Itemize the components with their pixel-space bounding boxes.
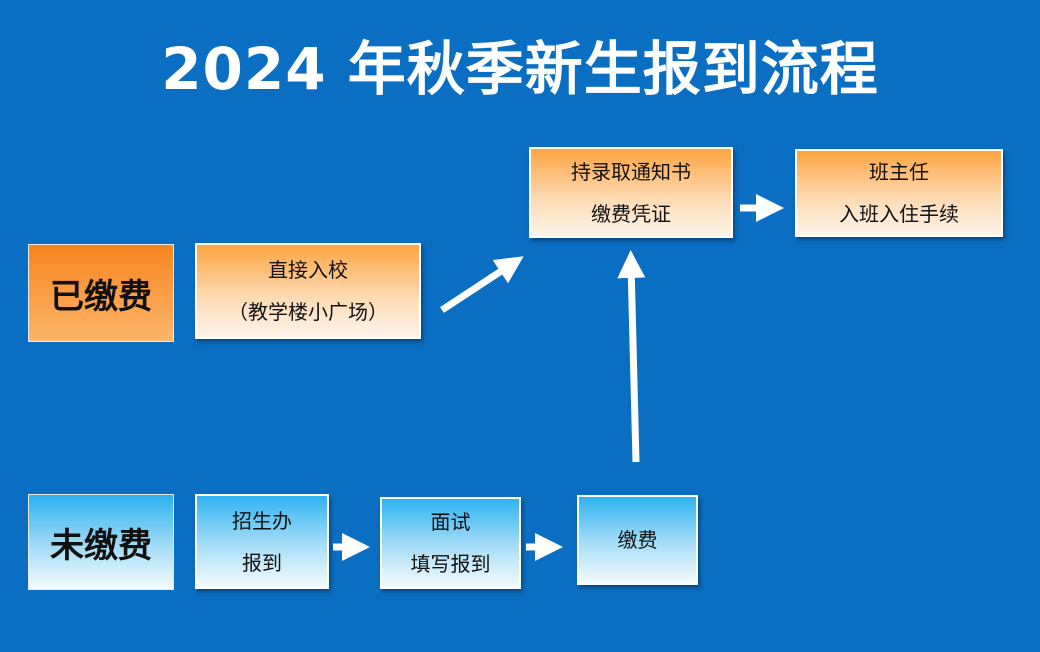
- interview-box: 面试 填写报到: [380, 497, 521, 589]
- admissions-line1: 招生办: [232, 508, 292, 533]
- interview-line2: 填写报到: [410, 552, 491, 576]
- direct-entry-box: 直接入校 （教学楼小广场）: [195, 243, 421, 339]
- class-teacher-line1: 班主任: [869, 160, 929, 184]
- certificate-line2: 缴费凭证: [591, 201, 671, 226]
- interview-line1: 面试: [430, 510, 471, 534]
- unpaid-label: 未缴费: [28, 494, 174, 590]
- direct-entry-line2: （教学楼小广场）: [228, 300, 388, 324]
- class-teacher-box: 班主任 入班入住手续: [795, 149, 1003, 237]
- direct-entry-line1: 直接入校: [268, 258, 348, 282]
- certificate-line1: 持录取通知书: [571, 159, 691, 184]
- payment-box: 缴费: [577, 495, 698, 585]
- certificate-box: 持录取通知书 缴费凭证: [529, 147, 733, 238]
- admissions-line2: 报到: [242, 550, 282, 575]
- payment-line1: 缴费: [617, 528, 658, 552]
- admissions-box: 招生办 报到: [195, 494, 329, 589]
- class-teacher-line2: 入班入住手续: [839, 202, 959, 226]
- arrow-payment-to-certificate: [617, 250, 646, 463]
- page-title: 2024 年秋季新生报到流程: [161, 35, 879, 103]
- arrow-entry-to-certificate: [440, 256, 524, 313]
- paid-label: 已缴费: [28, 244, 174, 342]
